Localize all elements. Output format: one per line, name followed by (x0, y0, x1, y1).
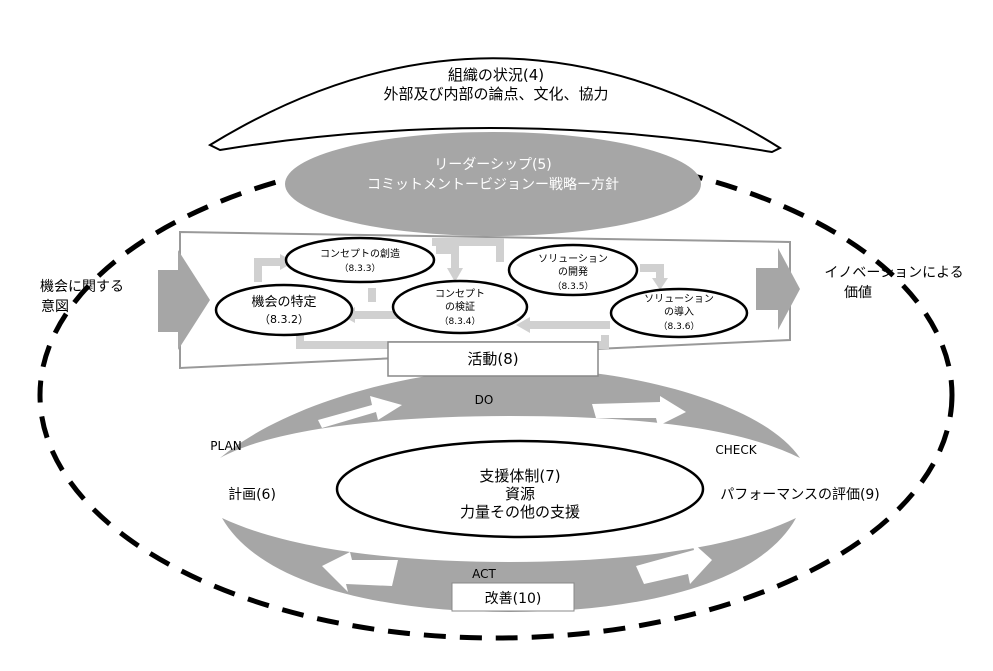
concept-verification-label-2: の検証 (445, 300, 475, 313)
intent-arrow (158, 250, 210, 350)
plan-label: PLAN (210, 439, 241, 453)
concept-verification-clause: （8.3.4） (440, 316, 481, 327)
solution-deployment-clause: （8.3.6） (659, 321, 700, 332)
concept-creation-node (284, 236, 436, 284)
context-title: 組織の状況(4) (448, 66, 544, 84)
context-arch (207, 57, 783, 154)
evaluation-label: パフォーマンスの評価(9) (720, 487, 880, 503)
do-arrow-left (318, 396, 402, 428)
check-label: CHECK (715, 443, 757, 457)
improvement-label: 改善(10) (485, 591, 542, 607)
concept-verification-label-1: コンセプト (435, 288, 485, 300)
do-label: DO (475, 393, 494, 407)
improvement-box (451, 582, 575, 612)
pdca-lower-arch (222, 518, 796, 612)
value-label-2: 価値 (844, 285, 872, 301)
support-competence: 力量その他の支援 (460, 503, 580, 521)
solution-deployment-node (609, 287, 749, 339)
do-arrow-right (592, 396, 686, 426)
opportunity-clause: （8.3.2） (259, 313, 309, 326)
solution-deployment-label-1: ソリューション (644, 294, 714, 305)
context-subtitle: 外部及び内部の論点、文化、協力 (383, 85, 608, 103)
organization-boundary (37, 149, 955, 641)
concept-creation-clause: （8.3.3） (340, 263, 381, 274)
value-label-1: イノベーションによる (824, 265, 963, 281)
act-arrow-left (322, 552, 398, 592)
activity-box (387, 341, 599, 377)
solution-development-label-1: ソリューション (538, 254, 608, 265)
solution-development-node (507, 243, 639, 297)
value-arrow (756, 248, 800, 330)
act-arrow-right (636, 542, 712, 584)
intent-label-2: 意図 (41, 298, 69, 315)
solution-development-clause: （8.3.5） (553, 281, 594, 292)
act-label: ACT (472, 567, 496, 581)
concept-verification-node (391, 279, 529, 335)
activity-label: 活動(8) (467, 350, 518, 368)
solution-development-label-2: の開発 (558, 265, 588, 278)
leadership-subtitle: コミットメントービジョンー戦略ー方針 (367, 177, 619, 193)
planning-label: 計画(6) (228, 487, 276, 503)
support-ellipse (335, 439, 705, 539)
support-resources: 資源 (505, 485, 535, 503)
leadership-title: リーダーシップ(5) (434, 157, 552, 173)
opportunity-node (214, 283, 354, 337)
opportunity-label: 機会の特定 (251, 295, 316, 310)
intent-label-1: 機会に関する (40, 279, 124, 295)
concept-creation-label: コンセプトの創造 (320, 247, 400, 260)
leadership-ellipse (285, 132, 701, 236)
support-title: 支援体制(7) (479, 467, 560, 485)
pdca-upper-arch (220, 368, 800, 458)
solution-deployment-label-2: の導入 (664, 305, 694, 318)
